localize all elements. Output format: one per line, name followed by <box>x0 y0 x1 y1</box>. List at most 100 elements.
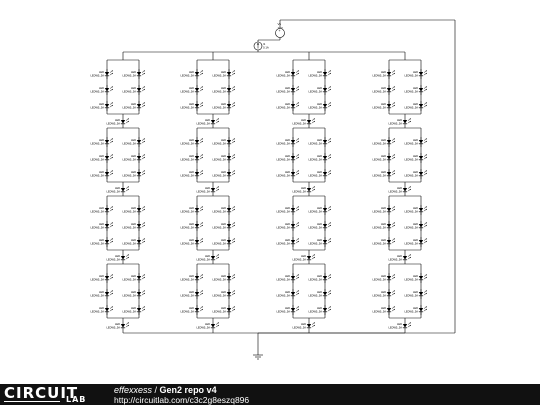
led-part-label: LEDW5_5A <box>180 293 194 297</box>
led-diode <box>136 153 146 163</box>
led-diode <box>136 85 146 95</box>
led-part-label: LEDW5_5A <box>122 173 136 177</box>
led-part-label: LEDW5_5A <box>122 73 136 77</box>
led-diode <box>226 85 236 95</box>
led-diode <box>136 205 146 215</box>
led-ref-label: LED <box>115 322 120 326</box>
led-diode <box>290 237 300 247</box>
voltage-source-symbol <box>275 28 285 38</box>
led-ref-label: LED <box>189 102 194 106</box>
led-diode <box>226 169 236 179</box>
led-diode <box>386 85 396 95</box>
led-diode <box>210 321 220 331</box>
led-part-label: LEDW5_5A <box>276 173 290 177</box>
led-part-label: LEDW5_5A <box>180 105 194 109</box>
led-ref-label: LED <box>285 222 290 226</box>
led-part-label: LEDW5_5A <box>196 257 210 261</box>
led-diode <box>194 85 204 95</box>
led-diode <box>210 253 220 263</box>
led-diode <box>306 185 316 195</box>
led-diode <box>290 273 300 283</box>
led-diode <box>290 305 300 315</box>
led-ref-label: LED <box>221 306 226 310</box>
led-ref-label: LED <box>131 306 136 310</box>
led-diode <box>306 321 316 331</box>
project-url[interactable]: http://circuitlab.com/c3c2g8eszq896 <box>114 395 250 405</box>
led-part-label: LEDW5_5A <box>180 73 194 77</box>
logo-underline <box>4 401 60 402</box>
led-diode <box>306 253 316 263</box>
led-part-label: LEDW5_5A <box>90 277 104 281</box>
led-diode <box>418 69 428 79</box>
led-part-label: LEDW5_5A <box>404 293 418 297</box>
led-diode <box>290 85 300 95</box>
led-ref-label: LED <box>131 70 136 74</box>
led-part-label: LEDW5_5A <box>404 225 418 229</box>
led-part-label: LEDW5_5A <box>276 141 290 145</box>
source-value-label: 12V <box>278 26 283 30</box>
led-ref-label: LED <box>189 290 194 294</box>
led-part-label: LEDW5_5A <box>372 157 386 161</box>
led-ref-label: LED <box>317 102 322 106</box>
circuit-schematic: +Vs12VI10.1ALEDLEDW5_5ALEDLEDW5_5ALEDLED… <box>90 19 456 360</box>
circuitlab-logo[interactable]: CIRCUIT <box>4 384 79 402</box>
led-ref-label: LED <box>413 154 418 158</box>
led-part-label: LEDW5_5A <box>372 173 386 177</box>
led-part-label: LEDW5_5A <box>372 241 386 245</box>
led-ref-label: LED <box>381 274 386 278</box>
led-part-label: LEDW5_5A <box>90 157 104 161</box>
led-diode <box>194 69 204 79</box>
led-part-label: LEDW5_5A <box>276 277 290 281</box>
led-diode <box>322 237 332 247</box>
led-diode <box>104 305 114 315</box>
led-diode <box>136 101 146 111</box>
led-ref-label: LED <box>413 170 418 174</box>
led-diode <box>104 289 114 299</box>
led-part-label: LEDW5_5A <box>212 73 226 77</box>
led-ref-label: LED <box>221 290 226 294</box>
led-part-label: LEDW5_5A <box>404 241 418 245</box>
led-part-label: LEDW5_5A <box>122 293 136 297</box>
led-ref-label: LED <box>131 274 136 278</box>
led-part-label: LEDW5_5A <box>90 241 104 245</box>
led-ref-label: LED <box>381 102 386 106</box>
led-diode <box>290 101 300 111</box>
led-part-label: LEDW5_5A <box>372 277 386 281</box>
led-diode <box>418 137 428 147</box>
led-ref-label: LED <box>221 274 226 278</box>
schematic-wires <box>106 19 456 355</box>
led-diode <box>226 101 236 111</box>
led-diode <box>194 273 204 283</box>
led-ref-label: LED <box>317 238 322 242</box>
led-ref-label: LED <box>189 222 194 226</box>
led-ref-label: LED <box>317 290 322 294</box>
project-heading: effexxess / Gen2 repo v4 <box>114 385 217 395</box>
led-diode <box>194 305 204 315</box>
led-diode <box>194 289 204 299</box>
led-part-label: LEDW5_5A <box>372 209 386 213</box>
led-diode <box>386 205 396 215</box>
led-diode <box>226 205 236 215</box>
led-part-label: LEDW5_5A <box>372 141 386 145</box>
led-ref-label: LED <box>317 274 322 278</box>
led-part-label: LEDW5_5A <box>90 173 104 177</box>
led-ref-label: LED <box>221 102 226 106</box>
led-part-label: LEDW5_5A <box>308 277 322 281</box>
led-diode <box>104 101 114 111</box>
led-diode <box>226 153 236 163</box>
led-part-label: LEDW5_5A <box>122 209 136 213</box>
led-diode <box>322 85 332 95</box>
led-diode <box>104 137 114 147</box>
led-part-label: LEDW5_5A <box>106 257 120 261</box>
led-part-label: LEDW5_5A <box>404 73 418 77</box>
led-ref-label: LED <box>317 86 322 90</box>
led-part-label: LEDW5_5A <box>292 189 306 193</box>
led-diode <box>386 305 396 315</box>
led-diode <box>194 221 204 231</box>
led-ref-label: LED <box>285 290 290 294</box>
led-diode <box>418 101 428 111</box>
led-part-label: LEDW5_5A <box>308 105 322 109</box>
led-diode <box>120 185 130 195</box>
project-owner-link[interactable]: effexxess <box>114 385 153 395</box>
led-ref-label: LED <box>189 86 194 90</box>
